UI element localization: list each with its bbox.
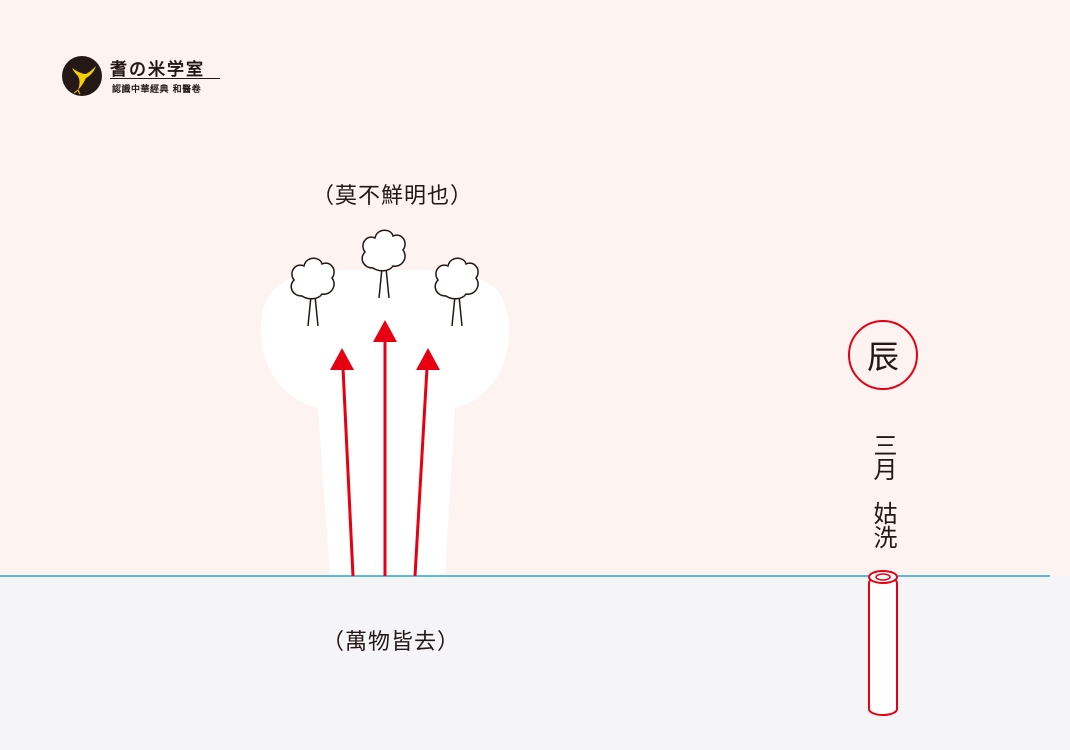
bottom-label: （萬物皆去） (322, 630, 461, 655)
arrow-up-icon (373, 320, 397, 576)
pitch-pipe-label: 姑洗 (869, 501, 897, 549)
ground-area (0, 576, 1070, 750)
earthly-branch-badge: 辰 (848, 320, 918, 390)
tree-icon (290, 257, 335, 327)
sky-area (0, 0, 1070, 576)
arrow-up-icon (413, 348, 440, 577)
logo-divider (110, 78, 220, 79)
top-label: （莫不鮮明也） (312, 184, 474, 209)
tree-icon (361, 229, 406, 299)
logo-title: 耆の米学室 (110, 60, 205, 80)
month-column: 三月 姑洗 (868, 433, 898, 549)
arrow-up-icon (330, 348, 355, 577)
pitch-pipe-icon (868, 570, 898, 716)
month-label: 三月 (869, 433, 897, 481)
bird-logo-icon (62, 56, 102, 96)
tree-icon (434, 257, 479, 327)
logo-subtitle: 認識中華經典 和醫卷 (112, 85, 202, 95)
